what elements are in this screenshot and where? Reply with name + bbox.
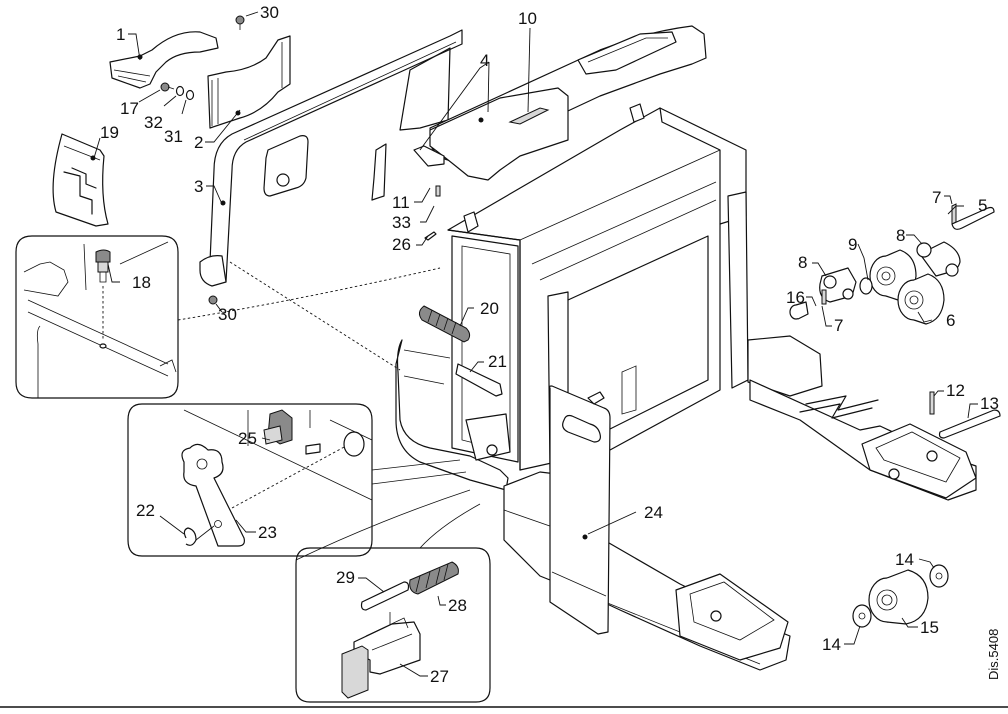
callout-7-top: 7 [932, 188, 941, 207]
callout-12: 12 [946, 381, 965, 400]
callout-22: 22 [136, 501, 155, 520]
bumper-left [395, 339, 511, 491]
part-20-grip [418, 305, 471, 343]
part-19-decal [52, 133, 109, 227]
part-4-lid [429, 87, 569, 181]
callout-14-top: 14 [895, 550, 914, 569]
wheel-assembly [789, 203, 995, 325]
callout-31: 31 [164, 127, 183, 146]
callout-7-bottom: 7 [834, 316, 843, 335]
inset-27-28-29 [295, 489, 491, 703]
callout-6: 6 [946, 311, 955, 330]
drawing-reference: Dis.5408 [986, 629, 1001, 680]
callout-18: 18 [132, 273, 151, 292]
callout-4: 4 [480, 51, 489, 70]
callout-26: 26 [392, 235, 411, 254]
callout-17: 17 [120, 99, 139, 118]
callout-24: 24 [644, 503, 663, 522]
part-14-washers [852, 564, 949, 628]
callout-15: 15 [920, 618, 939, 637]
callout-29: 29 [336, 568, 355, 587]
callout-labels: 1 2 3 4 5 6 7 7 8 8 9 10 11 12 13 14 14 … [100, 3, 999, 686]
fasteners [160, 15, 445, 305]
callout-13: 13 [980, 394, 999, 413]
callout-2: 2 [194, 133, 203, 152]
callout-21: 21 [488, 352, 507, 371]
callout-11: 11 [392, 193, 410, 212]
part-12-13-pins [929, 391, 1001, 439]
callout-25: 25 [238, 429, 257, 448]
callout-33: 33 [392, 213, 411, 232]
callout-3: 3 [194, 177, 203, 196]
callout-10: 10 [518, 9, 537, 28]
callout-1: 1 [116, 25, 125, 44]
part-21-pin [455, 363, 503, 397]
callout-8-left: 8 [798, 253, 807, 272]
callout-20: 20 [480, 299, 499, 318]
callout-23: 23 [258, 523, 277, 542]
callout-28: 28 [448, 596, 467, 615]
inset-18 [15, 235, 441, 399]
callout-32: 32 [144, 113, 163, 132]
callout-27: 27 [430, 667, 449, 686]
callout-19: 19 [100, 123, 119, 142]
part-2-clamp-half [207, 35, 291, 129]
callout-8-right: 8 [896, 226, 905, 245]
part-3-side-panel [199, 29, 463, 287]
callout-30-top: 30 [260, 3, 279, 22]
main-frame [447, 103, 749, 471]
callout-14-bottom: 14 [822, 635, 841, 654]
callout-30-bottom: 30 [218, 305, 237, 324]
part-24-front-panel [548, 385, 611, 635]
part-1-clamp-cover [109, 31, 219, 89]
callout-5: 5 [978, 196, 987, 215]
inset-22-23-25 [127, 403, 467, 557]
callout-9: 9 [848, 235, 857, 254]
leader-lines [93, 11, 978, 677]
callout-dots [90, 54, 484, 206]
callout-16: 16 [786, 288, 805, 307]
part-15-wheel [868, 569, 929, 625]
